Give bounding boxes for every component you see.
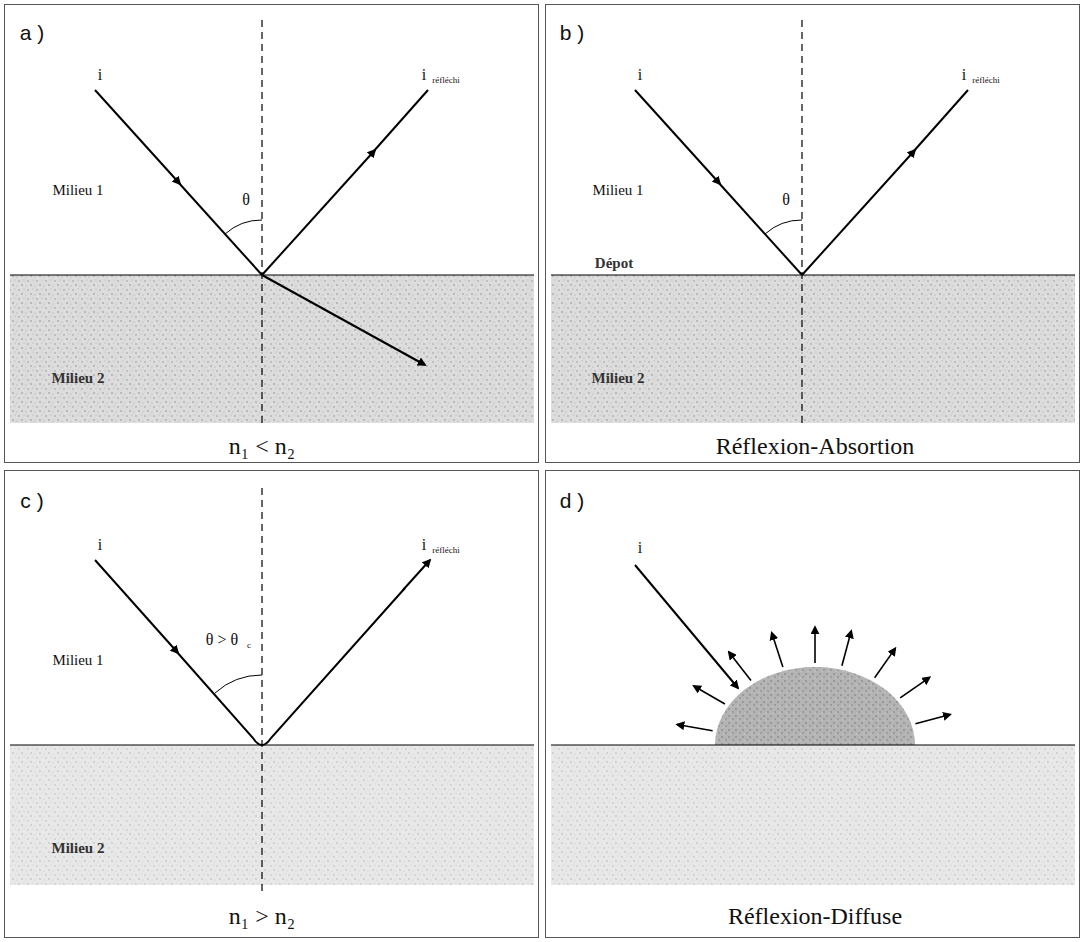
ray-label: i bbox=[962, 67, 966, 83]
scattered-ray bbox=[900, 677, 929, 698]
angle-arcs bbox=[215, 220, 802, 693]
interfaces bbox=[10, 275, 1075, 745]
panel-letter: d ) bbox=[560, 490, 585, 511]
angle-subscript: c bbox=[247, 641, 251, 650]
scattered-ray bbox=[875, 648, 896, 677]
medium-label: Milieu 1 bbox=[52, 653, 103, 668]
ray-label: i bbox=[98, 537, 102, 553]
panel-letter: c ) bbox=[20, 490, 43, 511]
scattered-ray bbox=[842, 631, 851, 666]
scattered-ray bbox=[729, 652, 751, 680]
ray-label: i bbox=[638, 540, 642, 556]
medium-label: Milieu 1 bbox=[52, 183, 103, 198]
ray-subscript: réfléchi bbox=[432, 546, 459, 555]
ray-label: i bbox=[98, 67, 102, 83]
ray-label: i bbox=[422, 67, 426, 83]
deposit-label: Dépot bbox=[595, 256, 633, 271]
scattered-rays bbox=[677, 627, 950, 731]
scattered-ray bbox=[694, 686, 725, 704]
ray-subscript: réfléchi bbox=[972, 76, 999, 85]
medium-label: Milieu 2 bbox=[52, 371, 105, 386]
ray-label: i bbox=[638, 67, 642, 83]
medium-label: Milieu 2 bbox=[52, 841, 105, 856]
index-relation: n₁ < n₂ bbox=[229, 434, 295, 458]
medium-label: Milieu 2 bbox=[592, 371, 645, 386]
panel-letter: a ) bbox=[20, 22, 45, 43]
ray-label: i bbox=[422, 537, 426, 553]
scattered-ray bbox=[772, 633, 783, 667]
rays bbox=[95, 90, 968, 745]
panel-caption: Réflexion-Diffuse bbox=[728, 904, 902, 928]
ray-subscript: réfléchi bbox=[432, 76, 459, 85]
panel-frames bbox=[5, 5, 1080, 938]
index-relation: n₁ > n₂ bbox=[229, 904, 295, 928]
scattered-ray bbox=[677, 725, 712, 731]
angle-label: θ bbox=[242, 192, 250, 208]
scattered-ray bbox=[814, 627, 816, 663]
angle-label: θ > θ bbox=[206, 632, 238, 648]
angle-label: θ bbox=[782, 192, 790, 208]
scattered-ray bbox=[915, 714, 950, 723]
medium-label: Milieu 1 bbox=[592, 183, 643, 198]
media bbox=[10, 275, 1075, 885]
panel-letter: b ) bbox=[560, 22, 585, 43]
panel-caption: Réflexion-Absortion bbox=[716, 434, 915, 458]
